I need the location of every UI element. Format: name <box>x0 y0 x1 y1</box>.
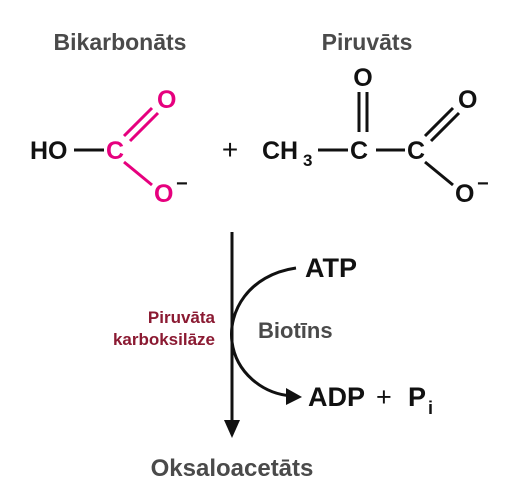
pyruvate-structure: CH 3 C O C O O − <box>262 64 489 208</box>
bicarbonate-ho: HO <box>30 137 68 165</box>
bicarbonate-structure: HO C O O − <box>30 86 188 208</box>
adp-label: ADP <box>308 382 365 412</box>
pyruvate-charge: − <box>477 173 489 195</box>
pyruvate-label: Piruvāts <box>322 29 413 55</box>
bicarbonate-o-double: O <box>157 86 176 114</box>
bicarbonate-o-single: O <box>154 180 173 208</box>
pyruvate-c-right: C <box>407 137 425 165</box>
cofactor-arrowhead <box>286 388 302 405</box>
bicarbonate-carbon: C <box>106 137 124 165</box>
product-label: Oksaloacetāts <box>151 455 314 482</box>
main-arrowhead <box>224 420 240 438</box>
cofactor-curve-arrow <box>230 266 297 398</box>
pyruvate-o-single: O <box>455 180 474 208</box>
carboxyl-double-bond-1 <box>423 106 455 138</box>
biotin-label: Biotīns <box>258 318 333 343</box>
enzyme-label-line1: Piruvāta <box>148 308 216 327</box>
pyruvate-ch: CH <box>262 137 298 165</box>
c-o-double-bond-1 <box>122 106 154 138</box>
phosphate-label: P <box>408 382 426 412</box>
pyruvate-o-double: O <box>458 86 477 114</box>
carboxyl-single-bond <box>424 160 454 187</box>
bicarbonate-charge: − <box>176 173 188 195</box>
bicarbonate-label: Bikarbonāts <box>54 29 187 55</box>
reactant-plus: + <box>222 134 238 165</box>
atp-label: ATP <box>305 253 357 283</box>
products-plus: + <box>376 382 392 412</box>
pyruvate-o-top: O <box>353 64 372 92</box>
c-o-double-bond-2 <box>128 111 160 143</box>
c-o-single-bond <box>123 160 153 187</box>
phosphate-subscript: i <box>428 398 433 418</box>
carboxyl-double-bond-2 <box>429 111 461 143</box>
pyruvate-sub3: 3 <box>303 151 312 170</box>
enzyme-label-line2: karboksilāze <box>113 330 215 349</box>
pyruvate-c-middle: C <box>350 137 368 165</box>
